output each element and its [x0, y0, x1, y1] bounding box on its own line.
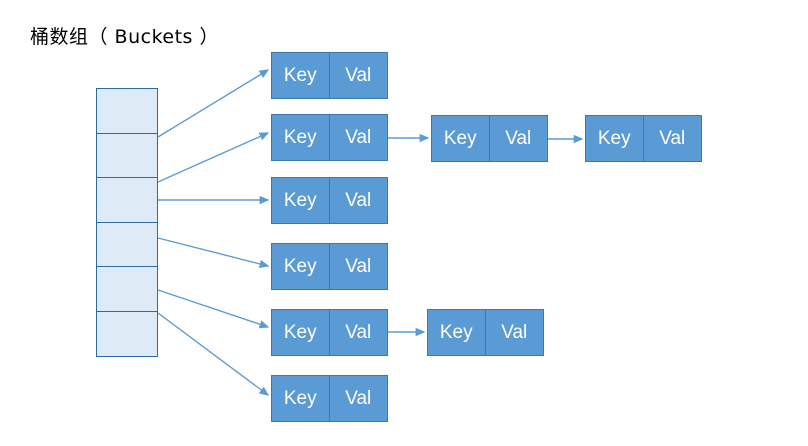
node-to-node-links — [388, 133, 584, 337]
bucket-to-node-links — [157, 69, 270, 396]
entry-key-label: Key — [272, 244, 330, 289]
bucket-link-1 — [157, 132, 270, 183]
entry-key-label: Key — [586, 116, 644, 161]
entry-val-label: Val — [345, 255, 372, 277]
entry-key-label: Key — [432, 116, 490, 161]
bucket-cell-5[interactable] — [96, 311, 158, 358]
entry-val-label: Val — [345, 64, 372, 86]
entry-node-b4-n1[interactable]: Key Val — [427, 309, 544, 356]
entry-key-label: Key — [272, 376, 330, 421]
bucket-cell-4[interactable] — [96, 266, 158, 313]
entry-val-label: Val — [345, 126, 372, 148]
bucket-link-5 — [157, 312, 270, 396]
entry-key-label: Key — [272, 310, 330, 355]
entry-val-label: Val — [345, 387, 372, 409]
entry-val-label: Val — [345, 321, 372, 343]
entry-node-b1-n1[interactable]: Key Val — [431, 115, 548, 162]
bucket-link-0 — [157, 69, 270, 138]
bucket-cell-1[interactable] — [96, 132, 158, 179]
bucket-cell-0[interactable] — [96, 88, 158, 134]
entry-val-label: Val — [345, 189, 372, 211]
bucket-link-3 — [157, 237, 270, 268]
entry-val-label: Val — [659, 127, 686, 149]
entry-node-b3-n0[interactable]: Key Val — [271, 243, 388, 290]
entry-node-b5-n0[interactable]: Key Val — [271, 375, 388, 422]
entry-node-b1-n0[interactable]: Key Val — [271, 114, 388, 161]
entry-key-label: Key — [428, 310, 486, 355]
page-title: 桶数组（ Buckets ） — [30, 26, 219, 48]
entry-key-label: Key — [272, 115, 330, 160]
entry-key-label: Key — [272, 53, 330, 98]
entry-node-b4-n0[interactable]: Key Val — [271, 309, 388, 356]
entry-val-label: Val — [505, 127, 532, 149]
entry-node-b0-n0[interactable]: Key Val — [271, 52, 388, 99]
entry-val-label: Val — [501, 321, 528, 343]
bucket-cell-2[interactable] — [96, 177, 158, 224]
bucket-link-4 — [157, 289, 270, 329]
bucket-array — [96, 88, 158, 358]
entry-key-label: Key — [272, 178, 330, 223]
entry-node-b1-n2[interactable]: Key Val — [585, 115, 702, 162]
bucket-cell-3[interactable] — [96, 221, 158, 268]
entry-node-b2-n0[interactable]: Key Val — [271, 177, 388, 224]
